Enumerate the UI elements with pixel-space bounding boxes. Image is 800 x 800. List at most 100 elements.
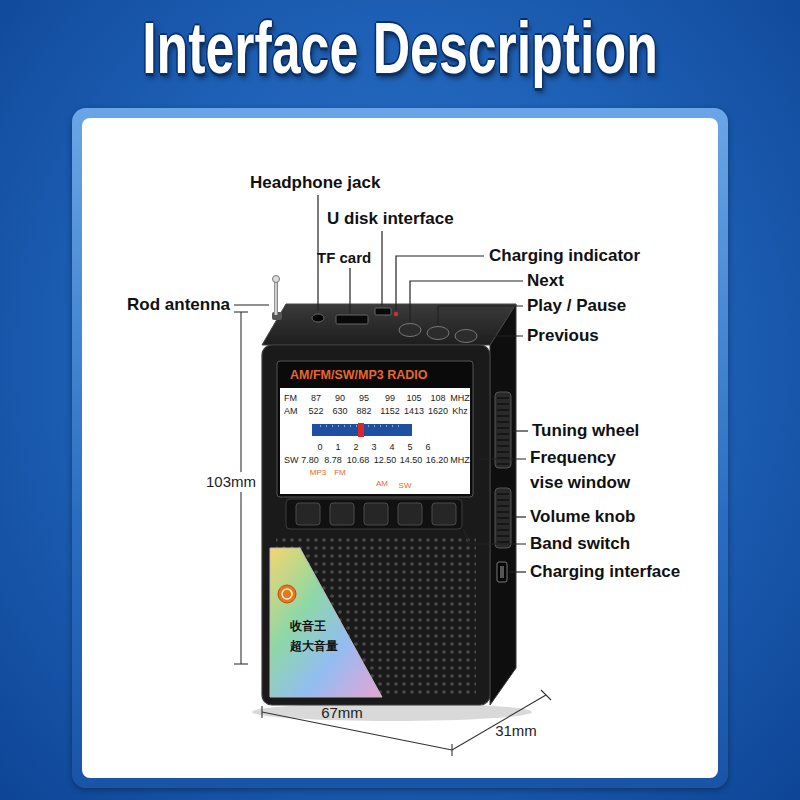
band-mark: FM (334, 468, 346, 478)
callout-label: TF card (317, 249, 371, 267)
side-controls (497, 398, 509, 464)
scale-text: 95 (359, 393, 369, 404)
callout-label: Charging interface (530, 562, 680, 582)
scale-text: 99 (385, 393, 395, 404)
leader-lines (463, 529, 526, 544)
display-window (277, 361, 473, 497)
leader-lines (381, 231, 382, 305)
scale-text: AM (284, 406, 298, 417)
leader-lines (234, 304, 269, 305)
band-switch-slider (398, 503, 422, 525)
brand-text: AM/FM/SW/MP3 RADIO (290, 368, 428, 383)
scale-text: 90 (335, 393, 345, 404)
callout-label: Volume knob (530, 507, 635, 527)
scale-text: 1413 (404, 406, 424, 417)
scale-text: 14.50 (400, 455, 423, 466)
dimension-label: 31mm (495, 722, 537, 740)
sticker-text: 收音王 (290, 619, 326, 633)
scale-text: 16.20 (426, 455, 449, 466)
band-switch-slider (364, 503, 388, 525)
leader-lines (438, 306, 523, 325)
radio-body (262, 304, 516, 345)
leader-lines (513, 430, 528, 431)
scale-text: 105 (406, 393, 421, 404)
top-controls (375, 308, 391, 315)
side-controls (495, 392, 511, 582)
dimension-lines (541, 690, 551, 700)
scale-text: Khz (452, 406, 468, 417)
dimension-lines (234, 312, 551, 756)
callout-label: Tuning wheel (532, 421, 639, 441)
top-controls (427, 327, 449, 340)
callout-label: Previous (527, 326, 599, 346)
dial-number: 1 (335, 442, 340, 453)
callout-label: Band switch (530, 534, 630, 554)
scale-text: SW (284, 455, 299, 466)
holographic-sticker (270, 548, 382, 697)
callout-label: Headphone jack (250, 173, 380, 193)
scale-text: 630 (332, 406, 347, 417)
leader-lines (349, 268, 350, 313)
callout-label: Charging indicator (489, 246, 640, 266)
display-window (277, 361, 473, 497)
leader-lines (509, 571, 526, 572)
side-controls (495, 488, 511, 548)
scale-text: 87 (311, 393, 321, 404)
dimension-label: 67mm (321, 704, 363, 722)
top-controls (312, 314, 324, 322)
dial-number: 3 (371, 442, 376, 453)
callout-label: Frequency vise window (530, 446, 648, 495)
scale-text: 10.68 (347, 455, 370, 466)
callout-label: Rod antenna (127, 295, 230, 315)
band-switch-slider (432, 503, 456, 525)
radio-body (490, 304, 516, 705)
display-window (312, 424, 412, 436)
leader-lines (479, 335, 523, 336)
leader-lines (513, 516, 526, 517)
band-switch-slider (286, 499, 462, 529)
dimension-label: 103mm (203, 472, 259, 492)
top-controls (394, 312, 398, 316)
leader-lines (234, 195, 528, 572)
dial-number: 0 (317, 442, 322, 453)
scale-text: 1620 (428, 406, 448, 417)
callout-label: Next (527, 271, 564, 291)
scale-text: 522 (308, 406, 323, 417)
dimension-lines (234, 663, 248, 664)
display-window (358, 423, 364, 437)
scale-text: 12.50 (374, 455, 397, 466)
holographic-sticker (270, 548, 382, 697)
top-controls (336, 315, 368, 324)
page-title: Interface Description (112, 6, 688, 90)
side-controls (497, 494, 509, 542)
band-mark: SW (399, 481, 412, 491)
scale-text: 882 (356, 406, 371, 417)
top-controls (272, 276, 477, 343)
dimension-lines (234, 311, 248, 312)
display-window (280, 388, 470, 494)
top-controls (274, 281, 278, 315)
callout-label: U disk interface (327, 209, 454, 229)
leader-lines (479, 458, 526, 459)
side-controls (495, 392, 511, 468)
holographic-sticker (278, 585, 296, 603)
dimension-lines (452, 695, 546, 750)
dial-number: 6 (425, 442, 430, 453)
band-mark: MP3 (310, 468, 326, 478)
scale-text: MHZ (450, 393, 470, 404)
radio-body (262, 304, 516, 705)
sticker-text: 超大音量 (290, 639, 338, 653)
side-controls (497, 562, 507, 582)
top-controls (273, 276, 280, 283)
top-controls (455, 330, 477, 343)
scale-text: 7.80 (301, 455, 319, 466)
holographic-sticker (282, 589, 292, 599)
leader-lines (410, 281, 523, 322)
dial-number: 2 (353, 442, 358, 453)
dial-number: 4 (389, 442, 394, 453)
callout-label: Play / Pause (527, 296, 626, 316)
scale-text: MHZ (450, 455, 470, 466)
band-mark: AM (376, 479, 388, 489)
